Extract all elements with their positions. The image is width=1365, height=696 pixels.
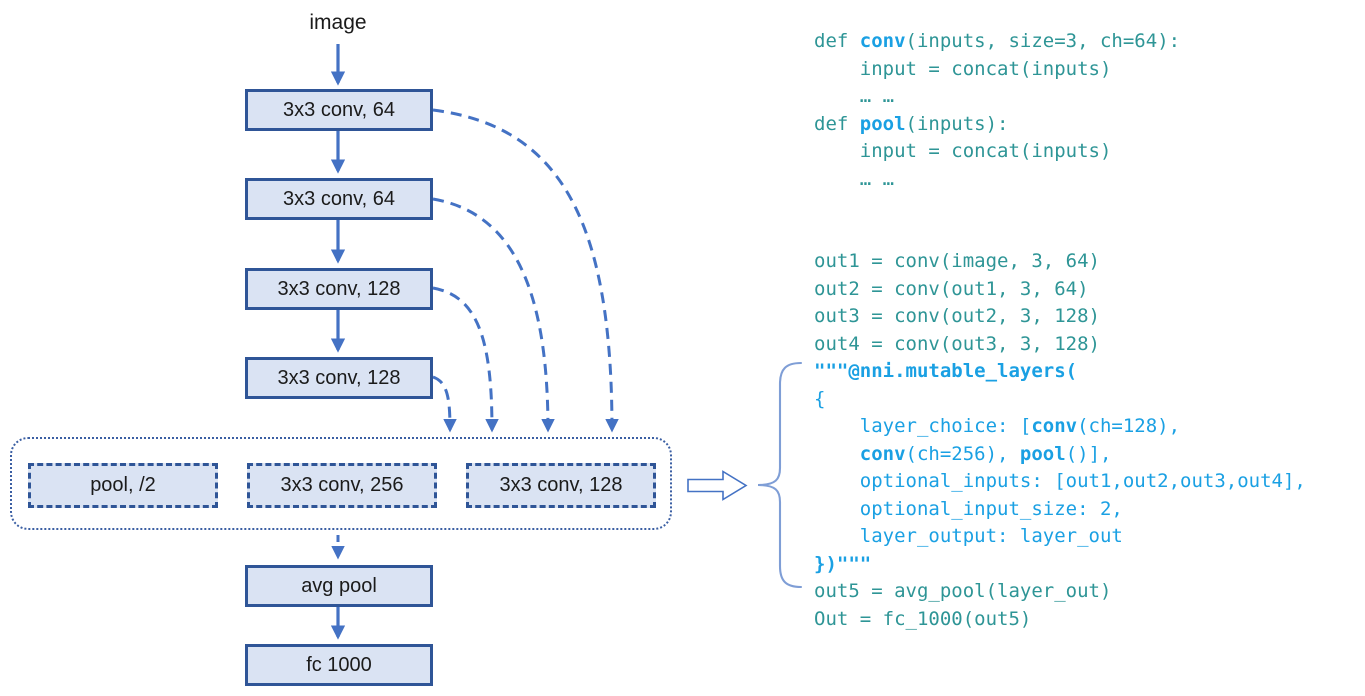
code-token: (ch=128), bbox=[1077, 415, 1181, 437]
code-token: out2 = conv(out1, 3, 64) bbox=[814, 277, 1089, 300]
code-token: optional_input_size: 2, bbox=[814, 497, 1123, 520]
choice-box-conv128: 3x3 conv, 128 bbox=[466, 463, 656, 508]
skip-curve-conv2 bbox=[432, 197, 555, 433]
code-token: (inputs): bbox=[905, 112, 1009, 135]
layer-box-fc1000: fc 1000 bbox=[245, 644, 433, 686]
code-token: conv bbox=[859, 30, 906, 52]
code-line: def pool(inputs): bbox=[814, 111, 1359, 139]
choice-box-label: 3x3 conv, 128 bbox=[499, 474, 623, 496]
skip-curve-conv1 bbox=[432, 108, 619, 433]
code-token: pool bbox=[859, 112, 906, 135]
code-line: """@nni.mutable_layers( bbox=[814, 358, 1359, 386]
code-panel: def conv(inputs, size=3, ch=64): input =… bbox=[814, 28, 1359, 633]
code-line: conv(ch=256), pool()], bbox=[814, 441, 1359, 469]
code-token: input = concat(inputs) bbox=[814, 140, 1112, 162]
code-line: optional_inputs: [out1,out2,out3,out4], bbox=[814, 468, 1359, 496]
choice-box-pool: pool, /2 bbox=[28, 463, 218, 508]
code-line: input = concat(inputs) bbox=[814, 56, 1359, 84]
choice-box-conv256: 3x3 conv, 256 bbox=[247, 463, 437, 508]
layer-box-label: 3x3 conv, 64 bbox=[283, 187, 395, 210]
code-token: (ch=256), bbox=[905, 442, 1020, 465]
layer-box-label: 3x3 conv, 64 bbox=[283, 98, 395, 121]
code-token: def bbox=[814, 30, 860, 52]
code-token: out1 = conv(image, 3, 64) bbox=[814, 250, 1100, 272]
code-line: … … bbox=[814, 166, 1359, 194]
code-token: pool bbox=[1019, 442, 1066, 465]
code-token: conv bbox=[1031, 415, 1078, 437]
layer-box-conv2: 3x3 conv, 64 bbox=[245, 178, 433, 220]
code-token: out5 = avg_pool(layer_out) bbox=[814, 580, 1112, 602]
code-line: input = concat(inputs) bbox=[814, 138, 1359, 166]
code-line: { bbox=[814, 386, 1359, 414]
code-token: layer_output: layer_out bbox=[814, 525, 1123, 547]
layer-box-label: 3x3 conv, 128 bbox=[277, 277, 401, 300]
code-token: ()], bbox=[1065, 442, 1112, 465]
layer-box-avgpool: avg pool bbox=[245, 565, 433, 607]
code-line: optional_input_size: 2, bbox=[814, 496, 1359, 524]
code-line: out2 = conv(out1, 3, 64) bbox=[814, 276, 1359, 304]
code-line: out5 = avg_pool(layer_out) bbox=[814, 578, 1359, 606]
transform-arrow-icon bbox=[687, 470, 748, 501]
choice-box-label: pool, /2 bbox=[90, 474, 156, 496]
code-line: Out = fc_1000(out5) bbox=[814, 606, 1359, 634]
code-line: layer_output: layer_out bbox=[814, 523, 1359, 551]
layer-box-label: fc 1000 bbox=[306, 653, 372, 676]
code-token: conv bbox=[859, 442, 906, 465]
code-token: … … bbox=[814, 167, 895, 190]
code-token: })""" bbox=[814, 552, 872, 575]
layer-box-conv1: 3x3 conv, 64 bbox=[245, 89, 433, 131]
code-token: def bbox=[814, 112, 860, 135]
code-token: out4 = conv(out3, 3, 128) bbox=[814, 332, 1100, 355]
layer-box-conv4: 3x3 conv, 128 bbox=[245, 357, 433, 399]
layer-box-label: 3x3 conv, 128 bbox=[277, 366, 401, 389]
code-token: """@nni.mutable_layers( bbox=[814, 360, 1078, 382]
code-token: optional_inputs: [out1,out2,out3,out4], bbox=[814, 470, 1306, 492]
mutable-layer-container bbox=[10, 437, 672, 530]
code-token: input = concat(inputs) bbox=[814, 57, 1112, 80]
skip-curve-conv3 bbox=[432, 286, 499, 433]
code-line: def conv(inputs, size=3, ch=64): bbox=[814, 28, 1359, 56]
layer-box-label: avg pool bbox=[301, 574, 377, 597]
code-line: … … bbox=[814, 83, 1359, 111]
code-token: Out = fc_1000(out5) bbox=[814, 607, 1032, 630]
code-line bbox=[814, 193, 1359, 221]
code-token bbox=[814, 443, 860, 465]
code-token: out3 = conv(out2, 3, 128) bbox=[814, 305, 1100, 327]
choice-box-label: 3x3 conv, 256 bbox=[280, 474, 404, 496]
layer-box-conv3: 3x3 conv, 128 bbox=[245, 268, 433, 310]
code-line: })""" bbox=[814, 551, 1359, 579]
code-token: … … bbox=[814, 85, 895, 107]
input-label: image bbox=[309, 11, 367, 34]
code-line: out4 = conv(out3, 3, 128) bbox=[814, 331, 1359, 359]
code-line: layer_choice: [conv(ch=128), bbox=[814, 413, 1359, 441]
code-token: (inputs, size=3, ch=64): bbox=[905, 30, 1181, 52]
code-token: layer_choice: [ bbox=[814, 415, 1032, 437]
code-group-brace bbox=[757, 361, 803, 589]
code-token: { bbox=[814, 387, 826, 410]
code-line: out3 = conv(out2, 3, 128) bbox=[814, 303, 1359, 331]
code-line: out1 = conv(image, 3, 64) bbox=[814, 248, 1359, 276]
code-line bbox=[814, 221, 1359, 249]
skip-curve-conv4 bbox=[432, 375, 457, 433]
